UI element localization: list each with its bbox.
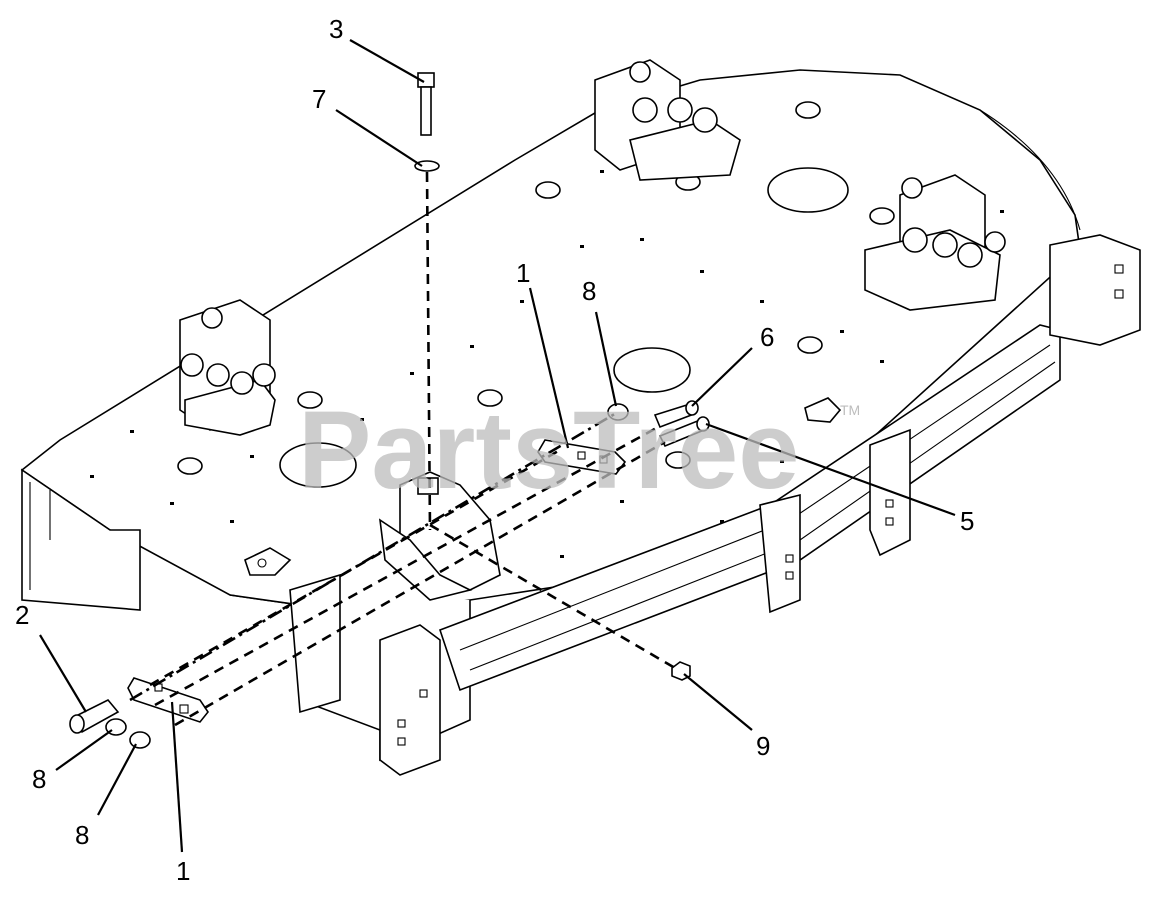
watermark-brand: PartsTree (298, 389, 799, 512)
callout-7: 7 (312, 84, 326, 114)
link-plate-part-1-top (537, 439, 627, 475)
callout-8-left-a: 8 (32, 764, 46, 794)
callout-9: 9 (756, 731, 770, 761)
idler-assembly-right (864, 174, 1006, 311)
link-plate-part-1-bottom (127, 677, 209, 723)
deck-tab (804, 397, 842, 423)
callout-2: 2 (15, 600, 29, 630)
bolt-part-3 (417, 72, 435, 136)
pin-part-2 (69, 699, 120, 734)
callouts: 3 7 1 8 6 5 2 8 8 1 9 (15, 14, 974, 886)
leader-lines (39, 39, 956, 853)
callout-1-bottom: 1 (176, 856, 190, 886)
nut-part-8-left-b (129, 731, 151, 749)
deck-latch (244, 547, 292, 576)
mower-deck (20, 69, 1141, 776)
callout-5: 5 (960, 506, 974, 536)
deck-slots (90, 160, 1004, 558)
callout-8-left-b: 8 (75, 820, 89, 850)
callout-3: 3 (329, 14, 343, 44)
callout-1-top: 1 (516, 258, 530, 288)
idler-assembly-left (179, 299, 276, 436)
callout-6: 6 (760, 322, 774, 352)
partstree-watermark: PartsTree TM (298, 389, 860, 512)
assembly-lines (129, 171, 676, 727)
idler-assembly-rear (594, 59, 741, 181)
watermark-trademark: TM (840, 402, 860, 418)
washer-part-7 (414, 160, 440, 172)
callout-8-top: 8 (582, 276, 596, 306)
